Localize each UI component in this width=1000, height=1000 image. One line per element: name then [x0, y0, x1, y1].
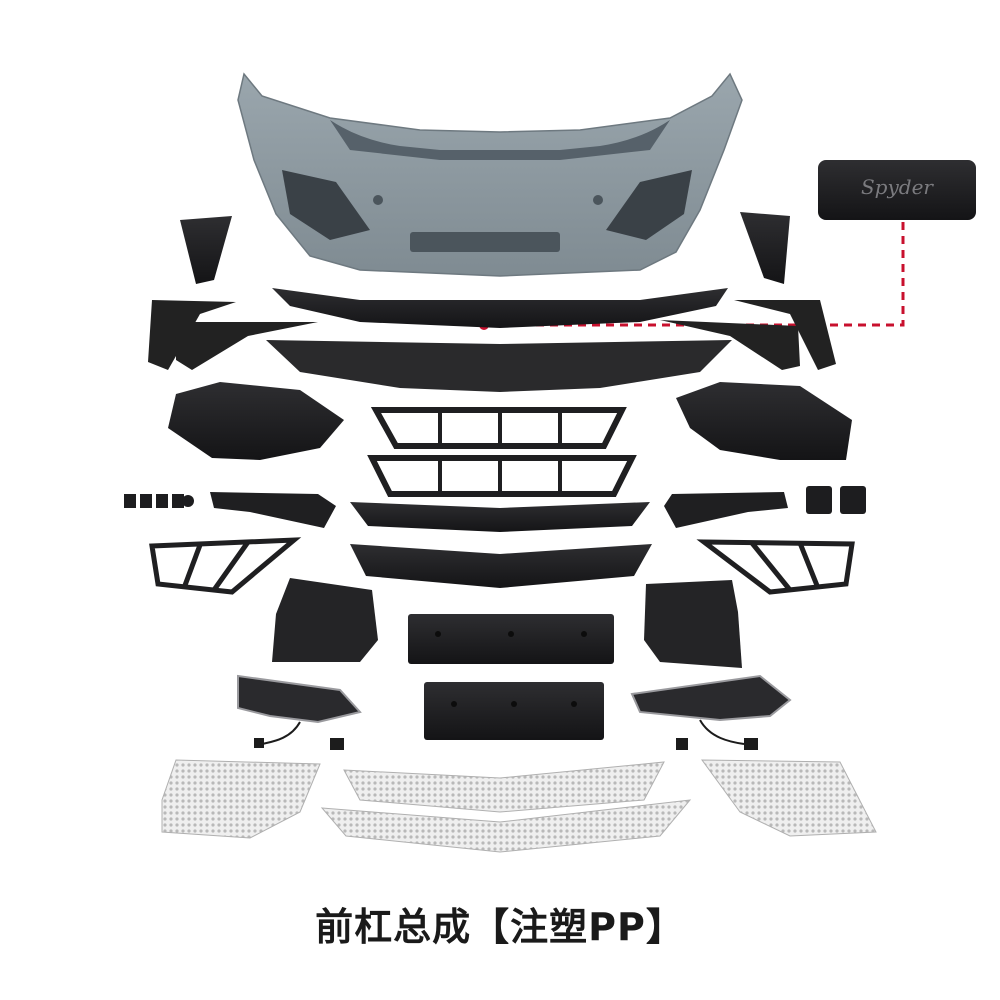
left-intake-frame — [149, 537, 302, 595]
center-mesh-upper — [343, 761, 665, 813]
left-intake-housing — [168, 382, 344, 460]
right-intake-housing — [676, 382, 852, 460]
front-splitter-lip — [272, 288, 728, 328]
clip-set-right — [806, 486, 866, 514]
license-plate-bracket-lower — [424, 682, 604, 740]
center-lip-lower — [350, 544, 652, 588]
left-corner-cap — [180, 216, 232, 284]
right-drl-lamp — [630, 674, 792, 750]
right-canard-upper — [734, 300, 836, 370]
right-corner-cap — [740, 212, 790, 284]
right-side-trim — [664, 492, 788, 528]
center-lip-upper — [350, 502, 650, 532]
lower-splitter-panel — [266, 340, 732, 392]
left-drl-lamp — [237, 674, 362, 750]
right-canard-lower — [660, 320, 800, 370]
right-mesh — [701, 759, 877, 837]
center-grille-upper — [370, 407, 627, 449]
center-grille-lower — [367, 455, 637, 497]
right-intake-frame — [696, 539, 855, 595]
left-canard-lower — [176, 322, 318, 370]
left-mesh — [161, 759, 321, 839]
license-plate-bracket-upper — [408, 614, 614, 664]
front-bumper-cover — [237, 72, 743, 277]
spyder-badge-grille: Spyder — [818, 160, 976, 220]
left-air-duct — [272, 578, 378, 662]
clip-set-left — [124, 494, 194, 508]
center-mesh-lower — [320, 799, 692, 853]
right-air-duct — [644, 580, 742, 668]
left-side-trim — [210, 492, 336, 528]
product-caption: 前杠总成【注塑PP】 — [315, 905, 685, 949]
left-canard-upper — [148, 300, 236, 370]
badge-script: Spyder — [861, 175, 934, 199]
